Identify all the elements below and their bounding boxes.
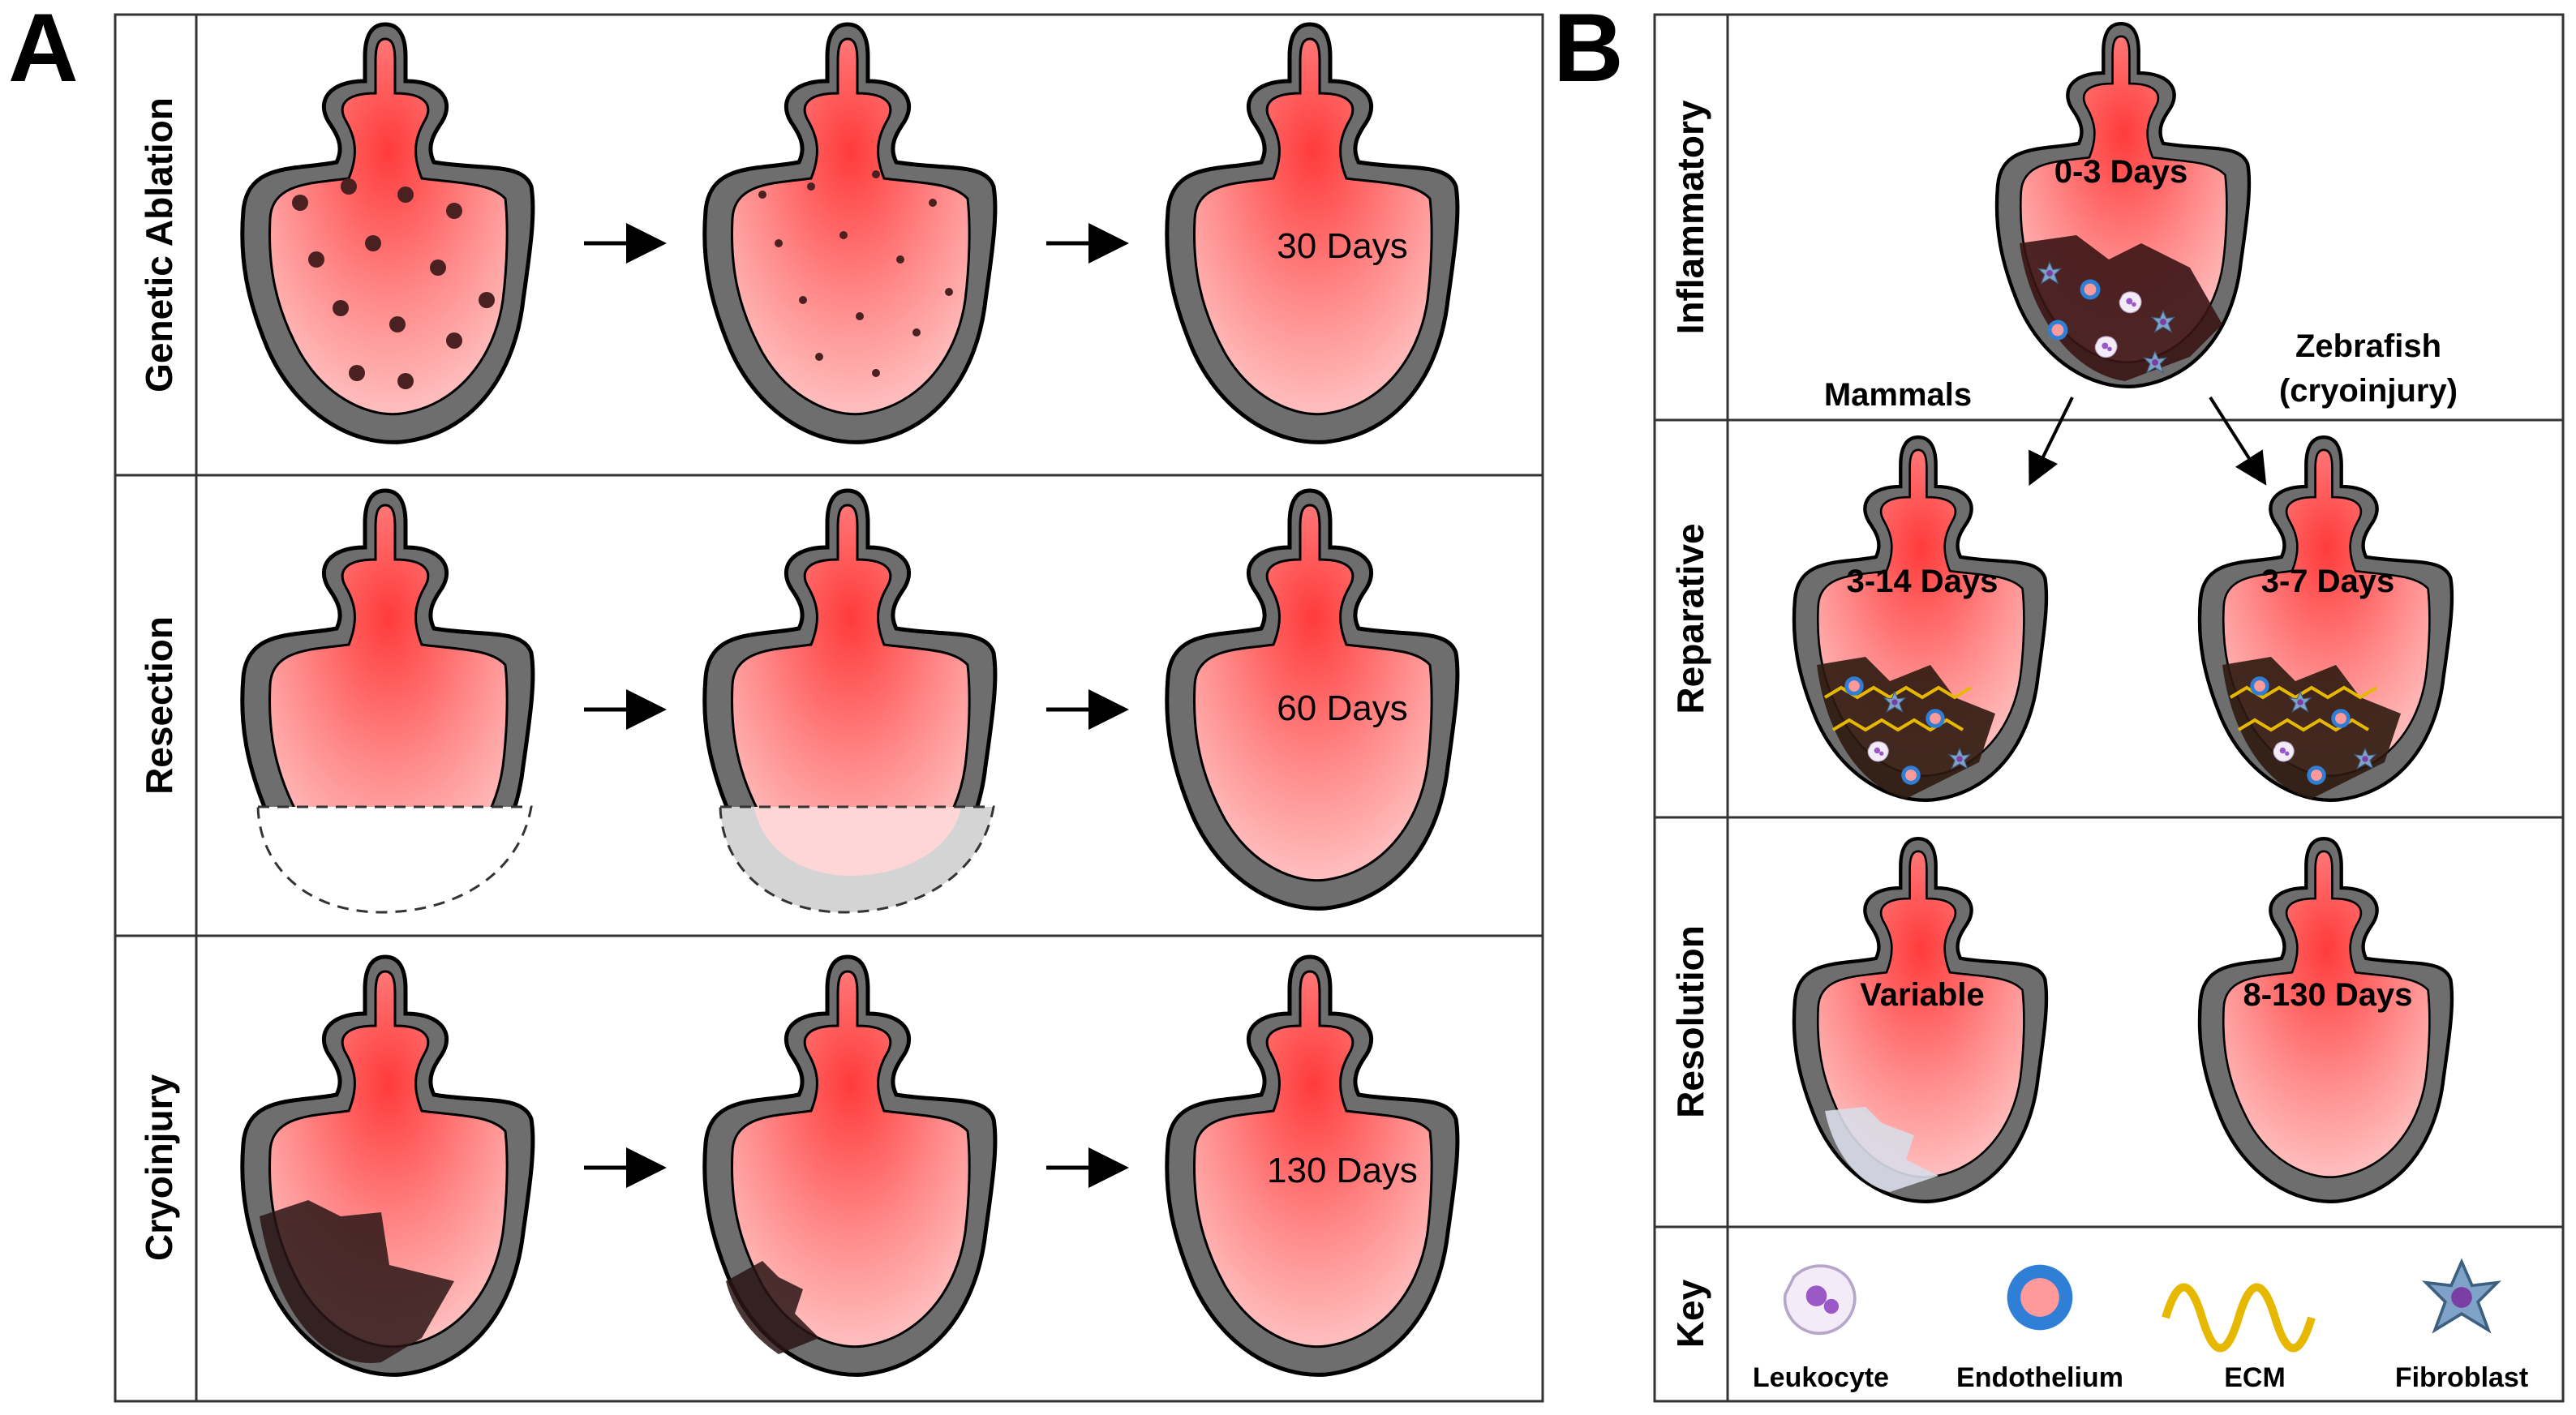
injury-reparative-zebrafish: [2222, 657, 2401, 799]
panel-b: B Inflammatory Reparative Resolution Key…: [1553, 0, 2565, 1403]
row-label-key: Key: [1669, 1279, 1711, 1348]
row-label-genetic-ablation: Genetic Ablation: [138, 97, 180, 392]
panel-a-letter: A: [8, 0, 79, 102]
branch-label-zebrafish: Zebrafish: [2295, 328, 2441, 364]
time-cryo-final: 130 Days: [1267, 1151, 1418, 1190]
panel-b-frame: [1653, 13, 2565, 1403]
legend-fibroblast-icon: [2424, 1260, 2499, 1332]
heart-resolution-mammal: [1794, 838, 2046, 1202]
time-resolution-zebrafish: 8-130 Days: [2243, 977, 2412, 1013]
legend-ecm-label: ECM: [2224, 1362, 2286, 1393]
resected-region: [258, 807, 531, 912]
time-resolution-mammal: Variable: [1860, 977, 1984, 1013]
panel-a-row-cryo-frame: [114, 934, 1544, 1403]
heart-genetic-1: [243, 24, 533, 442]
branch-label-mammals: Mammals: [1824, 377, 1972, 413]
legend-endothelium-icon: [2007, 1264, 2073, 1331]
cryo-injury-small: [726, 1261, 819, 1354]
ablated-cells-small: [758, 170, 953, 377]
heart-genetic-2: [705, 24, 995, 442]
row-label-resolution: Resolution: [1669, 925, 1711, 1118]
legend-leukocyte-icon: [1783, 1264, 1857, 1336]
row-label-cryoinjury: Cryoinjury: [138, 1074, 180, 1261]
time-reparative-zebrafish: 3-7 Days: [2261, 564, 2395, 599]
row-label-resection: Resection: [138, 616, 180, 795]
legend-key: Leukocyte Endothelium ECM Fibroblast: [1753, 1260, 2528, 1393]
row-label-inflammatory: Inflammatory: [1669, 100, 1711, 334]
ablated-cells-dark: [292, 178, 495, 389]
branch-label-cryoinjury: (cryoinjury): [2279, 373, 2458, 409]
cryo-injury-large: [260, 1200, 454, 1363]
legend-endothelium-label: Endothelium: [1956, 1362, 2123, 1393]
row-label-reparative: Reparative: [1669, 523, 1711, 714]
panel-a: A Genetic Ablation Resection Cryoinjury: [8, 0, 1544, 1403]
time-genetic-final: 30 Days: [1277, 226, 1407, 266]
arrow-to-mammals: [2029, 397, 2074, 487]
time-inflammatory: 0-3 Days: [2054, 154, 2188, 190]
scar-resolution-mammal: [1825, 1107, 1938, 1192]
time-resection-final: 60 Days: [1277, 688, 1407, 728]
legend-ecm-icon: [2162, 1283, 2316, 1353]
arrow-to-zebrafish: [2209, 396, 2267, 486]
injury-reparative-mammal: [1817, 657, 1995, 799]
panel-b-letter: B: [1553, 0, 1624, 102]
time-reparative-mammal: 3-14 Days: [1847, 564, 1999, 599]
legend-leukocyte-label: Leukocyte: [1753, 1362, 1889, 1393]
legend-fibroblast-label: Fibroblast: [2395, 1362, 2528, 1393]
heart-resolution-zebrafish: [2200, 838, 2452, 1202]
